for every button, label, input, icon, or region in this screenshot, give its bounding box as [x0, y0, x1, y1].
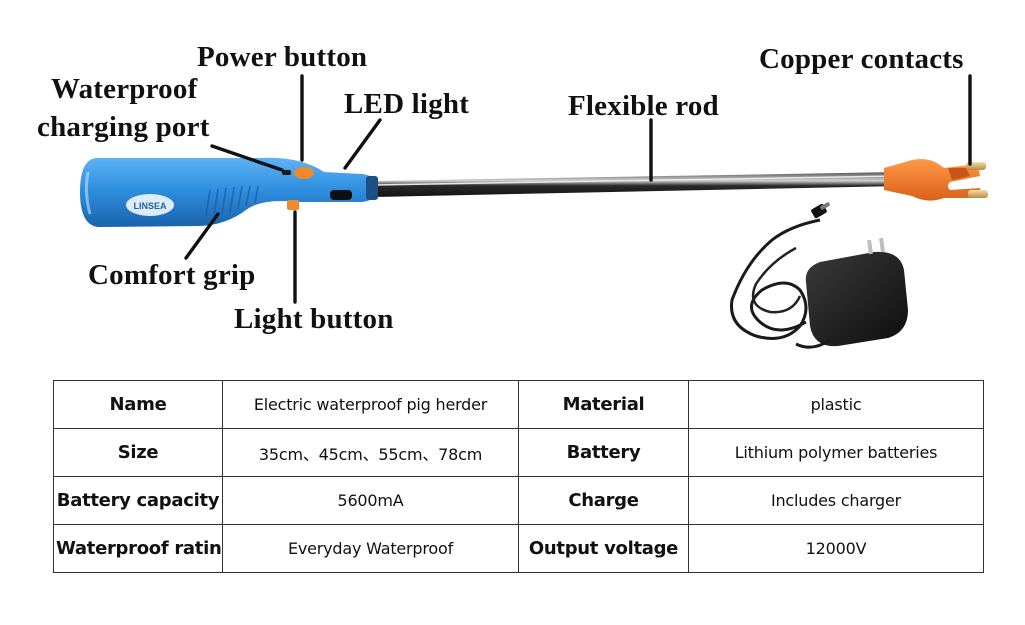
table-row: Battery capacity 5600mA Charge Includes …: [53, 476, 984, 525]
spec-value: Lithium polymer batteries: [688, 428, 984, 477]
spec-key: Material: [518, 380, 689, 429]
spec-value: Includes charger: [688, 476, 984, 525]
label-led-light: LED light: [344, 88, 470, 120]
spec-key: Charge: [518, 476, 689, 525]
spec-key: Battery capacity: [53, 476, 223, 525]
spec-key: Size: [53, 428, 223, 477]
fork-tip: [884, 159, 982, 201]
leader-led: [343, 118, 382, 170]
led-window: [330, 190, 352, 200]
spec-key: Battery: [518, 428, 689, 477]
leader-charging-port: [210, 144, 284, 172]
label-waterproof-port-line2: charging port: [37, 111, 210, 143]
table-row: Name Electric waterproof pig herder Mate…: [53, 380, 984, 429]
product-illustration: LINSEA: [80, 74, 988, 349]
brand-mark: LINSEA: [133, 201, 167, 211]
spec-value: plastic: [688, 380, 984, 429]
spec-value: 12000V: [688, 524, 984, 573]
spec-key: Name: [53, 380, 223, 429]
spec-table: Name Electric waterproof pig herder Mate…: [53, 380, 984, 573]
label-light-button: Light button: [234, 303, 394, 335]
handle: LINSEA: [80, 157, 378, 227]
leader-grip: [184, 212, 220, 260]
label-waterproof-port-line1: Waterproof: [51, 73, 198, 105]
charger-illustration: [730, 202, 908, 349]
table-row: Waterproof rating Everyday Waterproof Ou…: [53, 524, 984, 573]
power-button-shape: [294, 167, 314, 179]
label-copper-contacts: Copper contacts: [759, 43, 964, 75]
spec-value: Electric waterproof pig herder: [222, 380, 519, 429]
table-row: Size 35cm、45cm、55cm、78cm Battery Lithium…: [53, 428, 984, 477]
label-comfort-grip: Comfort grip: [88, 259, 256, 291]
spec-value: Everyday Waterproof: [222, 524, 519, 573]
flexible-rod: [371, 172, 901, 197]
spec-value: 5600mA: [222, 476, 519, 525]
charging-port-shape: [282, 170, 291, 175]
label-flexible-rod: Flexible rod: [568, 90, 719, 122]
leader-lines: [184, 74, 972, 304]
spec-key: Output voltage: [518, 524, 689, 573]
label-power-button: Power button: [197, 41, 368, 73]
copper-contacts: [966, 162, 988, 198]
light-button-shape: [287, 200, 299, 210]
spec-value: 35cm、45cm、55cm、78cm: [222, 428, 519, 477]
spec-key: Waterproof rating: [53, 524, 223, 573]
